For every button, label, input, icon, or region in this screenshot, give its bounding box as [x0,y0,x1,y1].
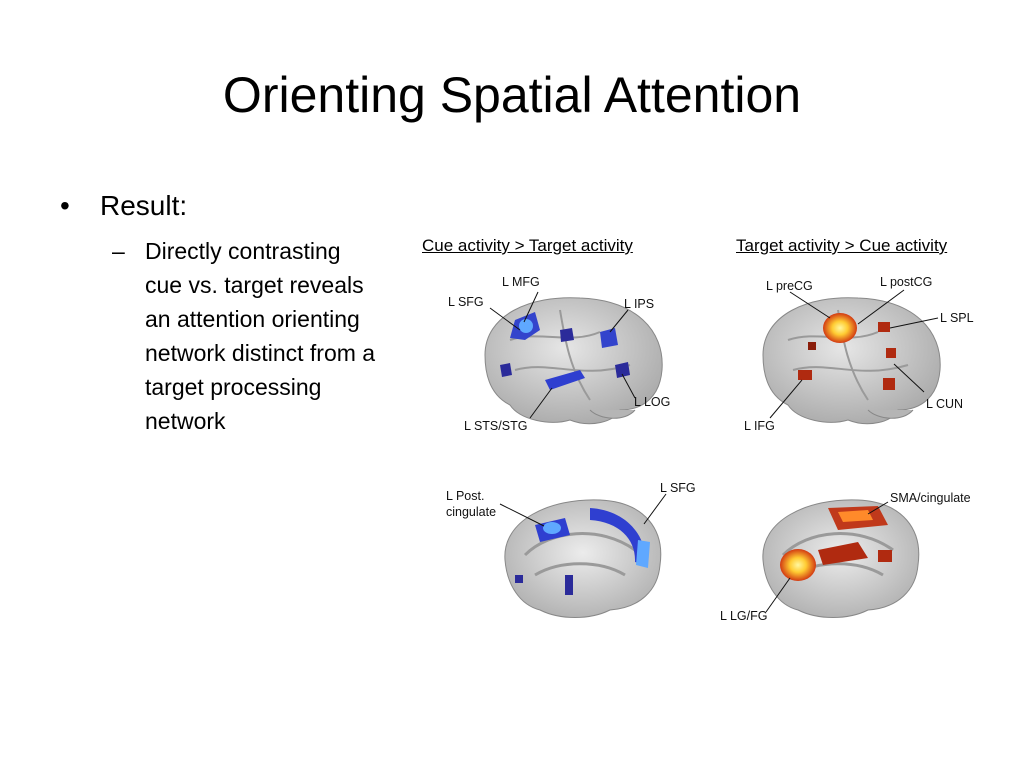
heading-cue-gt-target: Cue activity > Target activity [422,236,633,255]
heading-target-gt-cue: Target activity > Cue activity [736,236,948,255]
label-cingulate: cingulate [446,505,496,519]
slide-title: Orienting Spatial Attention [222,67,802,123]
label-l-ips: L IPS [624,297,654,311]
label-l-precg: L preCG [766,279,813,293]
label-l-cun: L CUN [926,397,963,411]
brain-target-medial: SMA/cingulate L LG/FG [720,491,971,623]
label-l-ifg: L IFG [744,419,775,433]
label-l-spl: L SPL [940,311,974,325]
label-l-sts-stg: L STS/STG [464,419,527,433]
label-l-log: L LOG [634,395,670,409]
bullet-result-text: Result: [100,190,188,221]
bullet-dot: • [60,190,70,221]
label-l-sfg-medial: L SFG [660,481,696,495]
bullet-result: • Result: [60,188,187,224]
label-l-lg-fg: L LG/FG [720,609,767,623]
brain-cue-medial: L Post. cingulate L SFG [446,481,696,618]
brain-target-lateral: L preCG L postCG L SPL L CUN L IFG [744,275,974,433]
sub-bullet: – Directly contrasting cue vs. target re… [112,234,382,438]
sub-bullet-text: Directly contrasting cue vs. target reve… [145,238,376,434]
label-l-post: L Post. [446,489,484,503]
sub-bullet-dash: – [112,238,125,264]
label-l-postcg: L postCG [880,275,932,289]
label-l-mfg: L MFG [502,275,540,289]
brain-cue-lateral: L MFG L SFG L IPS L LOG L STS/STG [448,275,670,433]
label-sma-cingulate: SMA/cingulate [890,491,971,505]
label-l-sfg: L SFG [448,295,484,309]
